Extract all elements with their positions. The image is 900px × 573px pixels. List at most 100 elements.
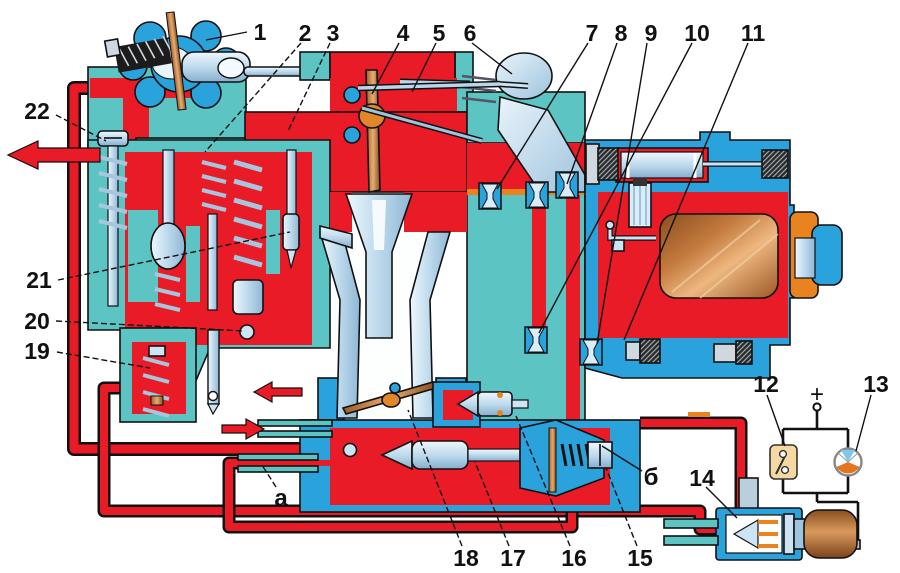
pump-pushrod <box>207 329 221 416</box>
plus-sign: + <box>810 381 824 408</box>
leader-line-16 <box>515 415 571 547</box>
leader-line-5 <box>411 42 437 93</box>
callout-17: 17 <box>500 545 526 571</box>
leader-line-1 <box>205 31 248 41</box>
threaded-stem <box>114 36 173 73</box>
throttle-plate <box>341 381 438 415</box>
economizer-valve <box>605 179 656 252</box>
channel-a-lower <box>237 465 319 473</box>
idle-screw-22 <box>97 130 129 307</box>
leader-line-7 <box>496 42 589 190</box>
flow-arrow-mid-right <box>221 417 266 441</box>
end-cap <box>811 224 843 286</box>
electric-circuit <box>781 411 860 545</box>
diaphragm-spring <box>560 443 592 467</box>
callout-a: а <box>274 485 288 512</box>
callout-7: 7 <box>586 20 599 46</box>
jet-8 <box>525 181 549 209</box>
choke-actuator <box>103 11 357 111</box>
jet-9 <box>579 338 603 366</box>
leader-line-18 <box>407 409 463 547</box>
leader-line-3 <box>287 42 331 132</box>
leader-line-14 <box>705 486 738 519</box>
callout-9: 9 <box>645 20 658 46</box>
pump-block <box>237 381 641 513</box>
leader-line-4 <box>371 42 400 95</box>
transition-port-upper <box>257 419 333 427</box>
fuel-pipe-left-loop <box>67 81 312 456</box>
callout-20: 20 <box>24 308 50 334</box>
callout-19: 19 <box>24 338 50 364</box>
spray-feed-tube <box>319 224 353 250</box>
idle-quantity-screw <box>625 338 661 364</box>
toggle-switch <box>769 444 798 480</box>
body-right-middle <box>88 189 586 431</box>
diaphragm-chamber <box>659 213 779 299</box>
pump-piston-well <box>232 159 264 315</box>
spring-well-2 <box>201 160 227 311</box>
callout-labels: 1 2 3 4 5 6 7 8 9 10 11 12 13 14 15 16 1… <box>24 19 889 571</box>
leader-line-b <box>601 445 643 472</box>
callout-12: 12 <box>753 371 779 397</box>
delivery-valve-16 <box>432 381 529 428</box>
callout-22: 22 <box>24 98 50 124</box>
screw-spring <box>98 155 128 230</box>
indicator-device <box>833 447 863 477</box>
leader-line-19 <box>56 351 151 369</box>
leader-line-a <box>261 464 277 488</box>
choke-plate-group <box>343 69 501 193</box>
callout-16: 16 <box>561 545 587 571</box>
vacuum-piston <box>620 151 704 179</box>
callout-4: 4 <box>397 20 410 46</box>
small-diffuser <box>344 193 414 339</box>
callout-11: 11 <box>741 20 766 46</box>
jet-top-right <box>555 171 579 199</box>
solenoid-valve <box>663 477 858 561</box>
leader-line-10 <box>538 42 693 334</box>
callout-15: 15 <box>627 545 653 571</box>
pump-needle-17 <box>380 439 521 471</box>
callout-5: 5 <box>433 20 446 46</box>
leader-line-11 <box>623 42 749 341</box>
leader-line-22 <box>55 114 107 142</box>
choke-plate <box>365 69 381 193</box>
leader-line-8 <box>566 42 618 185</box>
leader-line-13 <box>855 394 872 452</box>
callout-13: 13 <box>863 371 889 397</box>
diaphragm-strip <box>165 11 187 111</box>
adjuster-knurl-right <box>761 149 789 179</box>
solenoid-coil <box>803 509 858 559</box>
valve19-spring <box>142 345 170 418</box>
callout-1: 1 <box>254 19 267 45</box>
flow-arrow-mid-left <box>252 380 303 404</box>
float-needle-well <box>150 149 186 312</box>
flow-arrow-out-left <box>6 140 101 170</box>
callout-18: 18 <box>453 545 479 571</box>
leader-line-6 <box>471 42 513 75</box>
callout-14: 14 <box>689 465 715 491</box>
callout-10: 10 <box>684 20 710 46</box>
callout-21: 21 <box>26 267 52 293</box>
leader-line-17 <box>474 461 510 547</box>
venturi-wall-right <box>409 231 452 419</box>
leader-line-9 <box>596 42 648 345</box>
leader-line-20 <box>55 320 245 332</box>
inlet-ball <box>342 442 358 458</box>
callout-3: 3 <box>327 20 340 46</box>
plus-terminal-circle <box>812 402 822 412</box>
callout-b: б <box>644 464 659 491</box>
channel-a-upper <box>237 453 319 461</box>
jet-10 <box>524 326 548 354</box>
leader-line-15 <box>605 467 638 547</box>
callout-2: 2 <box>299 20 312 46</box>
check-ball-20 <box>239 324 255 340</box>
leader-lines <box>55 31 872 547</box>
leader-line-2 <box>204 42 302 153</box>
callout-8: 8 <box>615 20 628 46</box>
leader-line-12 <box>766 394 786 447</box>
bottom-plug <box>713 340 753 365</box>
adjuster-knurl-left <box>597 147 619 181</box>
callout-6: 6 <box>464 20 477 46</box>
